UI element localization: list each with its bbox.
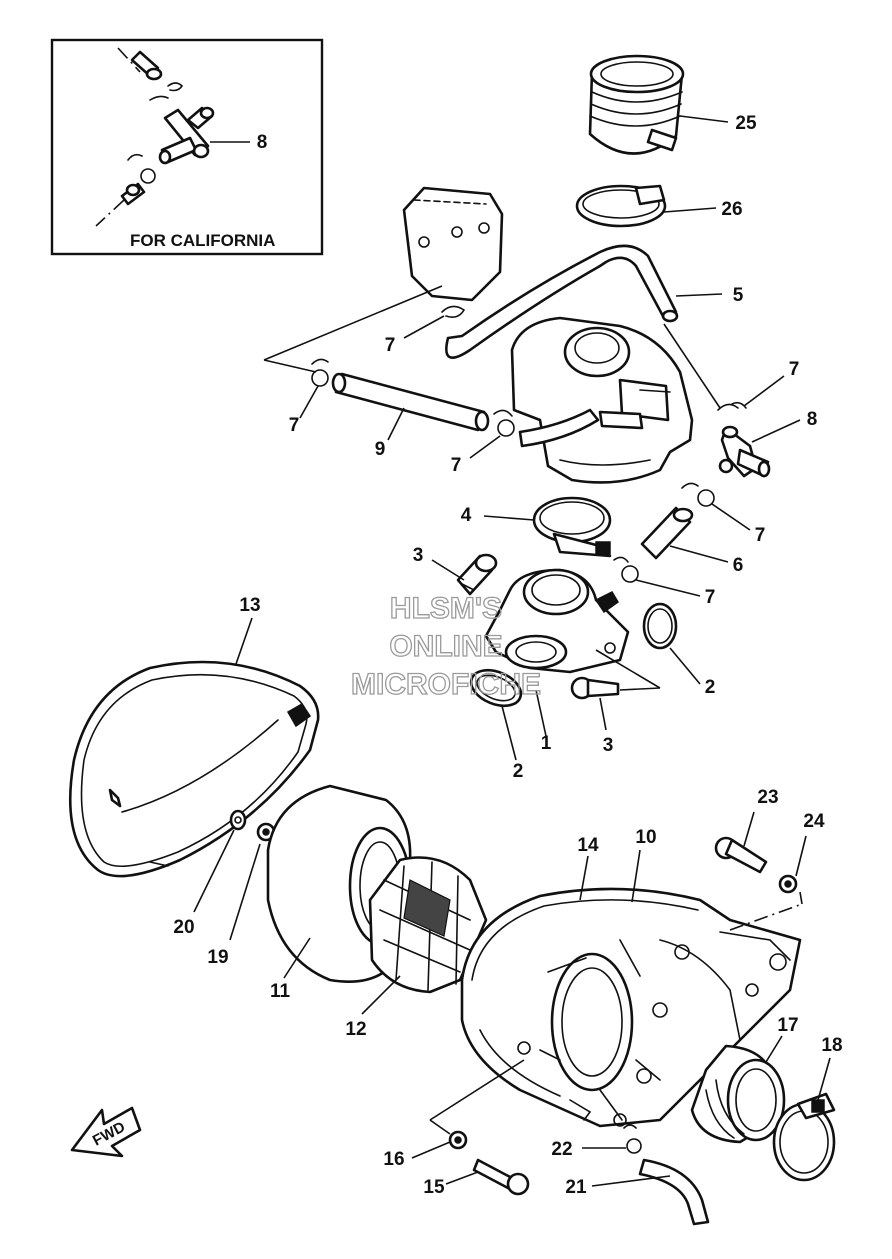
clip-7-right-lower: [681, 482, 715, 507]
inset-clip-top: [149, 82, 184, 101]
watermark-line-1: HLSM'S: [390, 592, 502, 625]
watermark: HLSM'S ONLINE MICROFICHE: [350, 591, 541, 701]
callout-7-left: 7: [289, 415, 300, 436]
fwd-arrow: FWD: [70, 1106, 142, 1158]
washer-16: [448, 1130, 468, 1150]
callout-9: 9: [375, 439, 386, 460]
callout-20: 20: [173, 917, 194, 938]
callout-7-right-upper: 7: [789, 359, 800, 380]
callout-7-right-lower: 7: [755, 525, 766, 546]
callout-18: 18: [821, 1035, 842, 1056]
drain-hose-21: [638, 1158, 710, 1226]
clamp-18: [772, 1092, 836, 1182]
hose-6: [640, 506, 694, 560]
bolt-15: [472, 1158, 530, 1196]
watermark-line-2: ONLINE: [389, 630, 502, 663]
clip-22: [623, 1124, 642, 1154]
callout-14: 14: [577, 835, 599, 856]
inset-hose-top: [117, 47, 163, 81]
callout-5: 5: [733, 285, 744, 306]
callout-26: 26: [721, 199, 742, 220]
bolt-3-upper: [456, 553, 498, 596]
clip-7-right-upper: [717, 401, 747, 411]
callout-2-left: 2: [513, 761, 524, 782]
callout-7-lower: 7: [705, 587, 716, 608]
o-ring-2-left: [469, 668, 523, 708]
inset-clip-bottom: [127, 153, 156, 184]
vent-chamber: [402, 186, 504, 302]
callout-12: 12: [345, 1019, 366, 1040]
clip-7-upper: [441, 305, 466, 318]
callout-16: 16: [383, 1149, 404, 1170]
callout-13: 13: [239, 595, 260, 616]
callout-6: 6: [733, 555, 744, 576]
inset-hose-bottom: [95, 182, 146, 227]
dashed-hose-route: [263, 285, 443, 373]
callout-8: 8: [807, 409, 818, 430]
callout-24: 24: [803, 811, 825, 832]
bolt-23: [714, 836, 768, 874]
clip-7-mid: [493, 409, 515, 437]
o-ring-2-right: [642, 602, 678, 650]
callout-11: 11: [270, 981, 291, 1002]
callout-2-right: 2: [705, 677, 716, 698]
hose-clamp-26: [575, 184, 667, 228]
grommet-20: [229, 809, 247, 831]
callout-1: 1: [541, 733, 552, 754]
leader-lines: [193, 115, 831, 1187]
callout-10: 10: [635, 827, 656, 848]
callout-7-mid: 7: [451, 455, 462, 476]
air-cleaner-cover-13: [68, 660, 320, 878]
inset-callout-8: 8: [257, 132, 268, 153]
breather-hose-5: [445, 244, 679, 359]
joint-17: [690, 1044, 786, 1144]
callout-25: 25: [735, 113, 757, 134]
callout-7-upper: 7: [385, 335, 396, 356]
callout-15: 15: [423, 1177, 445, 1198]
watermark-line-3: MICROFICHE: [351, 668, 541, 701]
air-cleaner-case-14: [460, 887, 802, 1128]
washer-24: [778, 874, 798, 894]
carburetor: [510, 316, 694, 484]
callout-17: 17: [777, 1015, 798, 1036]
callout-3-upper: 3: [413, 545, 424, 566]
callout-3-lower: 3: [603, 735, 614, 756]
callout-labels: 25 26 5 7 7 9 7 7 8 7 4 6 3 7 13 2 1 3 2…: [173, 113, 842, 1198]
intake-manifold-1: [484, 568, 630, 674]
bolt-3-lower: [570, 676, 620, 700]
inset-joint-8: [158, 106, 215, 165]
callout-21: 21: [565, 1177, 587, 1198]
california-inset: 8 FOR CALIFORNIA: [50, 38, 324, 256]
joint-8: [718, 425, 771, 478]
inset-caption: FOR CALIFORNIA: [130, 231, 275, 250]
callout-22: 22: [551, 1139, 572, 1160]
element-cage-12: [368, 856, 488, 994]
carburetor-joint-25: [588, 54, 685, 155]
clip-7-left: [311, 358, 329, 387]
callout-4: 4: [461, 505, 472, 526]
clip-7-lower: [613, 556, 639, 583]
callout-23: 23: [757, 787, 778, 808]
hose-9: [331, 372, 490, 432]
clamp-4: [532, 496, 612, 558]
callout-19: 19: [207, 947, 228, 968]
